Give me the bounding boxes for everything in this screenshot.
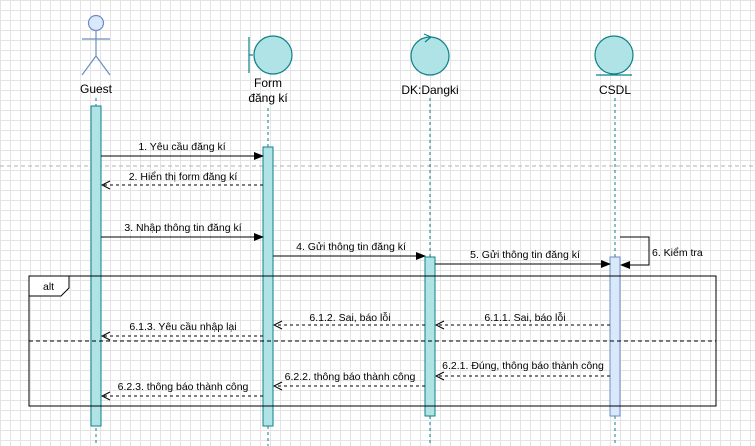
message-6-1-2[interactable]: 6.1.2. Sai, báo lỗi (274, 311, 425, 325)
message-6[interactable]: 6. Kiểm tra (620, 236, 703, 269)
activation-csdl (609, 256, 621, 417)
message-6-1-1[interactable]: 6.1.1. Sai, báo lỗi (436, 311, 610, 325)
participant-form[interactable]: Form đăng kí (248, 35, 293, 105)
message-label: 6.1.2. Sai, báo lỗi (309, 311, 390, 324)
control-icon (410, 33, 450, 76)
alt-tab (28, 275, 70, 297)
participant-label: DK:Dangki (401, 83, 458, 97)
message-2[interactable]: 2. Hiển thị form đăng kí (102, 171, 263, 185)
message-arrow (620, 236, 650, 269)
participant-label: Guest (80, 82, 113, 96)
alt-fragment[interactable]: alt (28, 275, 717, 407)
message-6-2-2[interactable]: 6.2.2. thông báo thành công (274, 371, 425, 386)
message-1[interactable]: 1. Yêu cầu đăng kí (101, 141, 264, 160)
participant-label: đăng kí (248, 91, 288, 105)
message-3[interactable]: 3. Nhập thông tin đăng kí (101, 222, 264, 241)
participant-label: CSDL (599, 83, 631, 97)
participant-label: Form (254, 76, 282, 90)
message-label: 6.2.3. thông báo thành công (118, 381, 249, 393)
message-label: 5. Gửi thông tin đăng kí (470, 249, 580, 261)
actor-icon (81, 14, 111, 76)
activation-dk (424, 256, 436, 417)
activation-guest (90, 105, 102, 427)
participant-dk[interactable]: DK:Dangki (401, 33, 459, 97)
message-label: 6.1.1. Sai, báo lỗi (484, 311, 565, 324)
message-label: 6.1.3. Yêu cầu nhập lại (129, 321, 236, 333)
participant-guest[interactable]: Guest (80, 14, 113, 97)
alt-label: alt (43, 281, 54, 293)
message-label: 6.2.2. thông báo thành công (285, 371, 416, 383)
activation-form (262, 146, 274, 427)
message-label: 6. Kiểm tra (652, 247, 703, 259)
message-6-2-3[interactable]: 6.2.3. thông báo thành công (102, 381, 263, 396)
message-label: 3. Nhập thông tin đăng kí (124, 222, 241, 234)
participant-csdl[interactable]: CSDL (594, 35, 634, 97)
message-label: 2. Hiển thị form đăng kí (129, 171, 238, 183)
entity-icon (594, 35, 634, 76)
message-4[interactable]: 4. Gửi thông tin đăng kí (273, 241, 426, 260)
message-6-1-3[interactable]: 6.1.3. Yêu cầu nhập lại (102, 321, 263, 336)
message-label: 6.2.1. Đúng, thông báo thành công (442, 360, 604, 372)
message-label: 4. Gửi thông tin đăng kí (296, 241, 406, 253)
message-label: 1. Yêu cầu đăng kí (138, 141, 225, 153)
message-6-2-1[interactable]: 6.2.1. Đúng, thông báo thành công (436, 360, 610, 376)
boundary-icon (248, 35, 293, 75)
message-5[interactable]: 5. Gửi thông tin đăng kí (435, 249, 611, 268)
